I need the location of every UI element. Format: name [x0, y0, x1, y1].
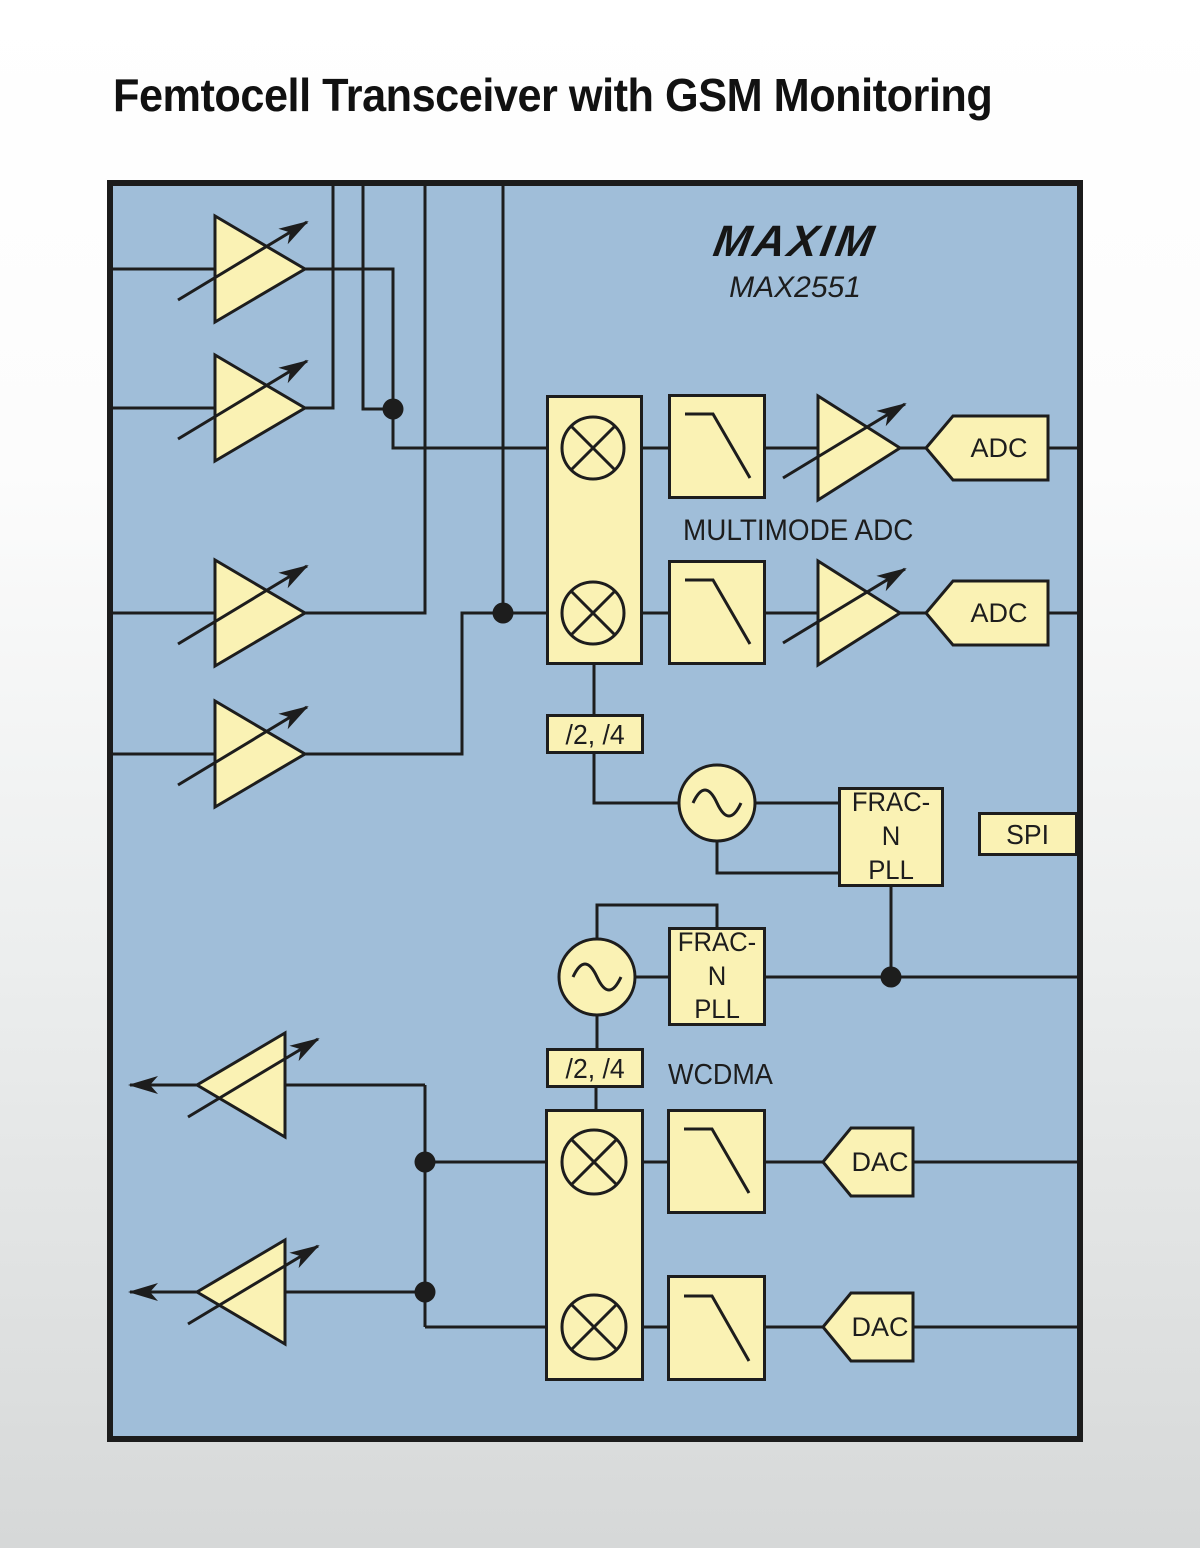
spi-label: SPI — [1006, 818, 1050, 850]
rx-lo-divider-label: /2, /4 — [565, 718, 625, 750]
rx-mixer-block — [546, 395, 643, 665]
rx-lo-divider: /2, /4 — [546, 714, 644, 754]
tx-lowpass-filter-i — [667, 1109, 766, 1214]
tx-frac-n-pll-label-line1: FRAC-N — [677, 926, 757, 991]
rx-lowpass-filter-q — [668, 560, 766, 665]
tx-frac-n-pll-label-line2: PLL — [694, 994, 740, 1025]
tx-frac-n-pll: FRAC-N PLL — [668, 927, 766, 1026]
maxim-logo: MAXIM — [709, 217, 881, 266]
tx-mixer-block — [545, 1109, 644, 1381]
tx-lo-divider: /2, /4 — [546, 1048, 644, 1088]
spi-block: SPI — [978, 812, 1078, 856]
multimode-adc-label: MULTIMODE ADC — [683, 514, 914, 547]
page-title: Femtocell Transceiver with GSM Monitorin… — [113, 69, 993, 121]
rx-frac-n-pll: FRAC-N PLL — [838, 787, 944, 887]
rx-frac-n-pll-label-line2: PLL — [868, 854, 914, 885]
brand-block: MAXIM MAX2551 — [670, 217, 920, 304]
tx-lowpass-filter-q — [667, 1275, 766, 1381]
tx-lo-divider-label: /2, /4 — [565, 1052, 625, 1084]
rx-frac-n-pll-label-line1: FRAC-N — [851, 787, 931, 852]
part-number: MAX2551 — [729, 271, 861, 304]
rx-lowpass-filter-i — [668, 394, 766, 499]
wcdma-label: WCDMA — [668, 1059, 773, 1091]
